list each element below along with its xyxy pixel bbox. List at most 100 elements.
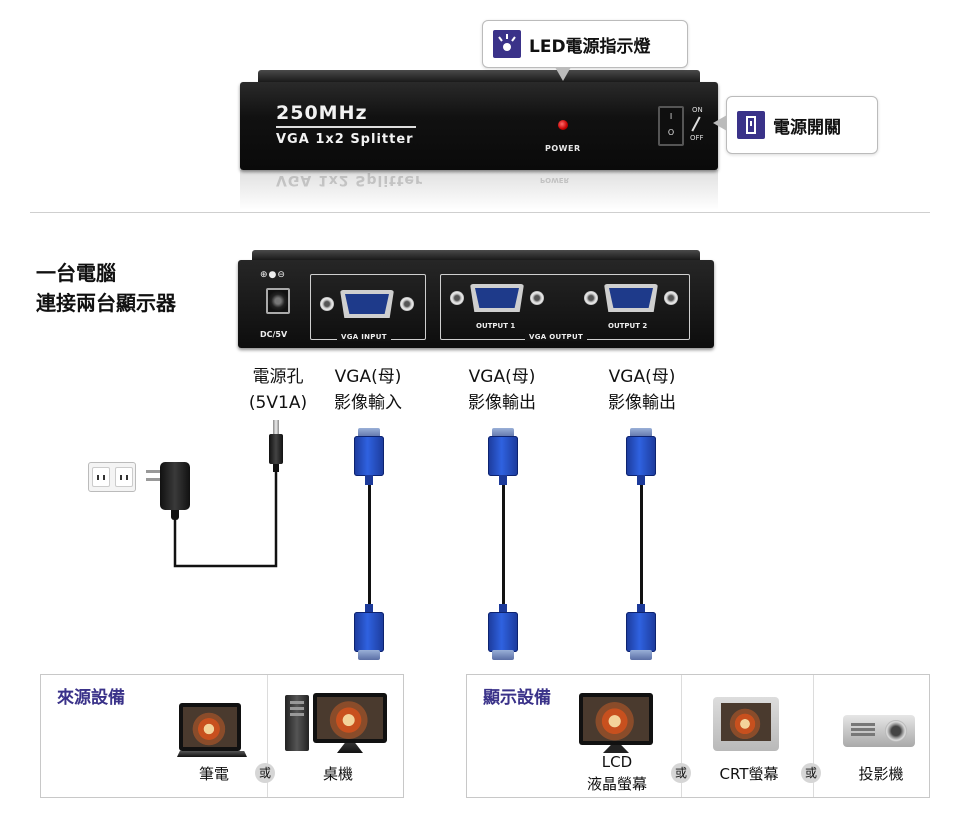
lcd-stand [603,745,629,753]
laptop-icon [179,703,241,751]
projector-label: 投影機 [858,765,904,783]
power-port-label-line-1: 電源孔 [252,367,304,387]
display-devices-panel: 顯示設備 LCD 液晶螢幕 或 CRT螢幕 或 投影機 [466,674,930,798]
vga-cable-output-2 [640,480,643,610]
adapter-prong [146,478,160,481]
reflection-power-text: POWER [540,176,569,184]
vga-plug-icon [626,604,656,660]
port-pins [475,288,519,308]
output-1-port-label-line-2: 影像輸出 [468,393,536,413]
desktop-monitor-icon [313,693,387,743]
splitter-front-panel: 250MHz VGA 1x2 Splitter POWER I O ON OFF [240,70,718,170]
desktop-label: 桌機 [322,765,353,783]
crt-monitor-icon [713,697,779,751]
vga-input-caption: VGA INPUT [337,333,391,341]
power-port-label: 電源孔 (5V1A) [240,364,316,416]
vga-output-2-port [584,282,678,314]
panel-separator [813,675,814,797]
power-rocker-switch: I O [658,106,684,146]
power-switch-callout-text: 電源開關 [773,117,841,138]
vga-plug-icon [626,428,656,485]
vga-plug-icon [488,604,518,660]
section-divider [30,212,930,213]
led-burst-glyph [498,34,516,51]
output-2-port-label: VGA(母) 影像輸出 [596,364,688,416]
vga-output-frame: VGA OUTPUT [440,274,690,341]
model-underline [276,126,416,128]
display-panel-title: 顯示設備 [483,688,551,708]
or-badge: 或 [671,763,691,783]
dc-polarity-symbol: ⊕●⊖ [260,270,286,280]
source-panel-title: 來源設備 [57,688,125,708]
output-1-port-label-line-1: VGA(母) [468,367,536,387]
port-screw [584,291,598,305]
laptop-base [177,751,247,757]
port-screw [400,297,414,311]
switch-off-label: OFF [690,134,704,142]
vga-cable-input [368,480,371,610]
clock-speed-text: 250MHz [276,102,368,124]
port-pins [609,288,653,308]
model-name-text: VGA 1x2 Splitter [276,132,414,147]
or-badge: 或 [801,763,821,783]
lcd-label-line-1: LCD [601,753,633,771]
crt-label: CRT螢幕 [719,765,779,783]
power-switch-callout: 電源開關 [713,96,878,154]
port-screw [664,291,678,305]
output-2-port-label-line-1: VGA(母) [608,367,676,387]
reflection-model-text: VGA 1x2 Splitter [276,172,423,188]
headline-line-2: 連接兩台顯示器 [36,291,176,315]
switch-glyph [746,116,756,134]
headline: 一台電腦 連接兩台顯示器 [36,258,176,318]
power-adapter-icon [160,462,190,510]
switch-slash [691,116,701,132]
power-port-label-line-2: (5V1A) [248,393,308,413]
power-switch-icon [737,111,765,139]
dc-plug-icon [269,420,283,472]
vga-cable-output-1 [502,480,505,610]
led-indicator-callout-text: LED電源指示燈 [529,36,651,57]
headline-line-1: 一台電腦 [36,261,116,285]
output-2-label: OUTPUT 2 [608,322,648,330]
power-led [558,120,568,130]
port-screw [450,291,464,305]
wall-outlet-icon [88,462,136,492]
lcd-label-line-2: 液晶螢幕 [586,775,647,793]
vga-plug-icon [354,428,384,485]
power-led-label: POWER [545,144,581,153]
vga-output-caption: VGA OUTPUT [525,333,588,341]
vga-plug-icon [488,428,518,485]
rocker-off-mark: O [667,128,675,137]
adapter-cable-end [171,510,179,520]
port-screw [530,291,544,305]
dc-jack-label: DC/5V [260,330,288,339]
projector-icon [843,715,915,747]
or-badge: 或 [255,763,275,783]
output-1-label: OUTPUT 1 [476,322,516,330]
adapter-prong [146,470,160,473]
switch-on-label: ON [692,106,703,114]
lcd-monitor-icon [579,693,653,745]
panel-separator [681,675,682,797]
input-port-label: VGA(母) 影像輸入 [322,364,414,416]
rocker-on-mark: I [669,112,673,121]
port-pins [345,294,389,314]
source-devices-panel: 來源設備 筆電 或 桌機 [40,674,404,798]
port-screw [320,297,334,311]
vga-input-port [320,288,414,320]
output-1-port-label: VGA(母) 影像輸出 [456,364,548,416]
lcd-label: LCD 液晶螢幕 [575,751,659,795]
monitor-stand [337,743,363,753]
panel-separator [267,675,268,797]
led-indicator-icon [493,30,521,58]
vga-output-1-port [450,282,544,314]
dc-power-jack [266,288,290,314]
led-indicator-callout: LED電源指示燈 [482,20,688,81]
input-port-label-line-2: 影像輸入 [334,393,402,413]
input-port-label-line-1: VGA(母) [334,367,402,387]
vga-plug-icon [354,604,384,660]
vga-input-frame: VGA INPUT [310,274,426,341]
laptop-label: 筆電 [198,765,229,783]
front-panel-reflection: VGA 1x2 Splitter POWER [240,170,718,210]
splitter-rear-panel: ⊕●⊖ DC/5V VGA INPUT VGA OUTPUT OUTPUT 1 … [238,250,714,348]
